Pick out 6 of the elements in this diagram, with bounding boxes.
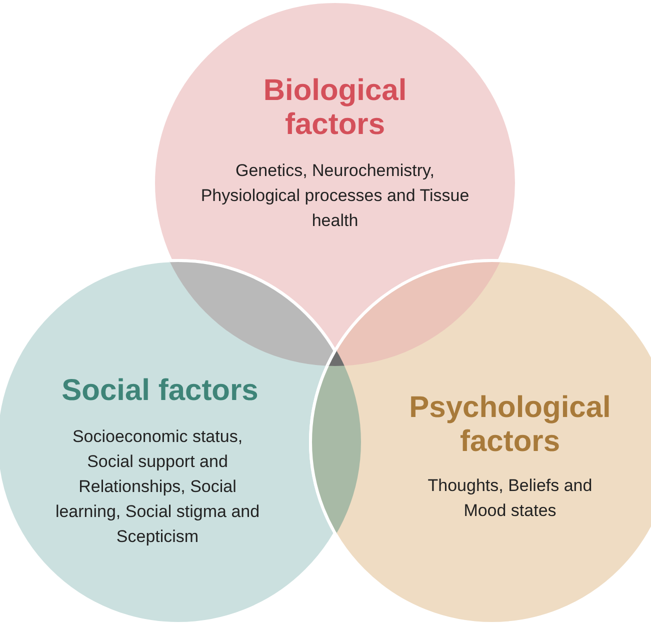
circle-heading: Psychological factors — [408, 391, 612, 459]
circle-heading: Biological factors — [262, 74, 408, 142]
circle-description: Genetics, Neurochemistry, Physiological processes and Tissue health — [200, 160, 470, 232]
circle-description: Thoughts, Beliefs and Mood states — [426, 475, 594, 522]
circle-heading: Social factors — [60, 374, 260, 408]
circle-description: Socioeconomic status, Social support and Relationships, Social learning, Social stigma and Scepticism — [55, 426, 260, 548]
